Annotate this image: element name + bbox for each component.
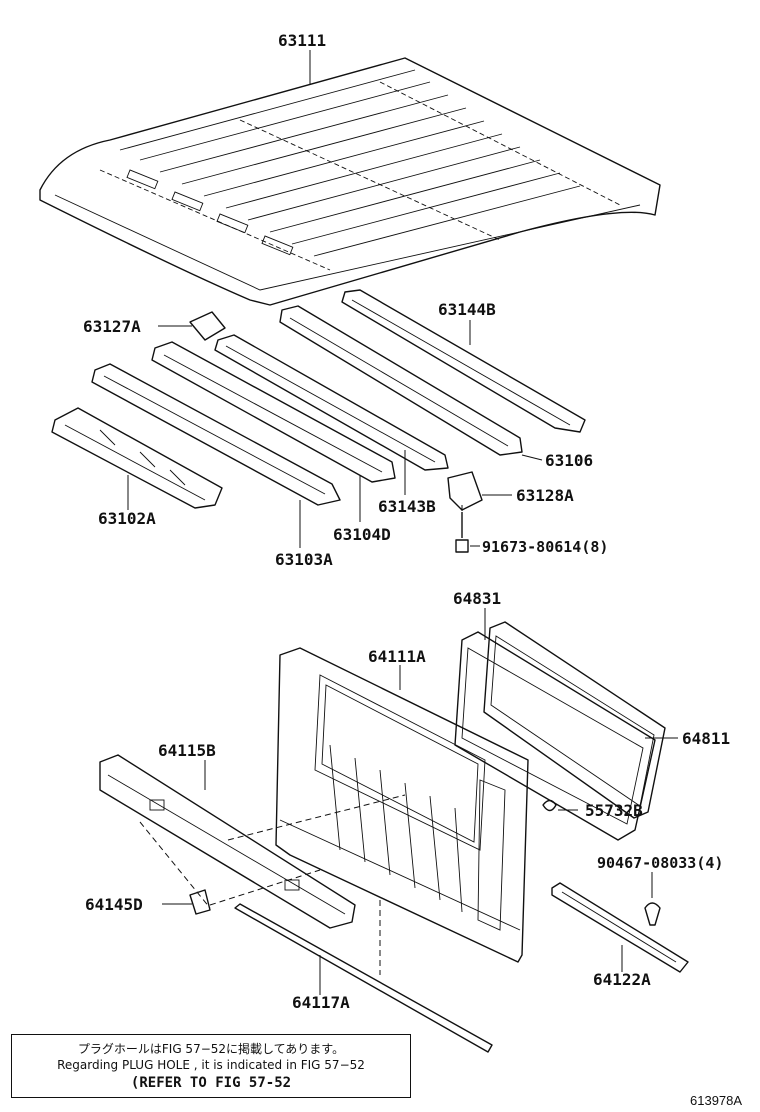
roof-reinforcement-63106 — [279, 305, 523, 456]
label-63106: 63106 — [545, 451, 593, 470]
roof-reinforcement-63143B — [214, 334, 449, 471]
label-55732B: 55732B — [585, 801, 643, 820]
label-63143B: 63143B — [378, 497, 436, 516]
plug-55732B — [542, 799, 557, 812]
label-64117A: 64117A — [292, 993, 350, 1012]
weatherstrip-64117A — [234, 903, 493, 1053]
label-91673-80614: 91673-80614(8) — [482, 538, 608, 556]
reference-note: プラグホールはFIG 57−52に掲載してあります。 Regarding PLU… — [11, 1034, 411, 1098]
label-64145D: 64145D — [85, 895, 143, 914]
assembly-lines — [139, 505, 463, 975]
front-roof-rail-63102A — [51, 407, 223, 509]
back-panel-reinforcement-64115B — [99, 754, 356, 929]
note-english: Regarding PLUG HOLE , it is indicated in… — [57, 1058, 365, 1072]
note-japanese: プラグホールはFIG 57−52に掲載してあります。 — [77, 1042, 345, 1056]
roof-panel-63111 — [39, 57, 661, 306]
label-64111A: 64111A — [368, 647, 426, 666]
note-refer-link[interactable]: (REFER TO FIG 57-52 — [130, 1075, 292, 1091]
clip-64145D — [189, 889, 211, 915]
part-labels: 63111 63127A 63144B 63106 63128A 63143B … — [83, 31, 742, 1108]
bracket-63128A — [447, 471, 483, 511]
weatherstrip-64831 — [454, 631, 656, 841]
label-64122A: 64122A — [593, 970, 651, 989]
label-64811: 64811 — [682, 729, 730, 748]
bolt-91673 — [455, 512, 469, 553]
label-63144B: 63144B — [438, 300, 496, 319]
label-63103A: 63103A — [275, 550, 333, 569]
figure-id: 613978A — [690, 1093, 742, 1108]
bracket-63127A — [189, 311, 226, 341]
back-panel-64111A — [275, 647, 529, 963]
roof-reinforcement-63103A — [91, 363, 341, 506]
roof-reinforcement-63104D — [151, 341, 396, 483]
label-63128A: 63128A — [516, 486, 574, 505]
clip-90467 — [644, 902, 661, 926]
label-90467-08033: 90467-08033(4) — [597, 854, 723, 872]
label-63127A: 63127A — [83, 317, 141, 336]
label-64115B: 64115B — [158, 741, 216, 760]
label-64831: 64831 — [453, 589, 501, 608]
label-63104D: 63104D — [333, 525, 391, 544]
label-63111: 63111 — [278, 31, 326, 50]
rear-panel-pillar-64122A — [551, 882, 689, 973]
leader-lines — [127, 50, 678, 995]
label-63102A: 63102A — [98, 509, 156, 528]
rear-window-glass-64811 — [483, 621, 666, 819]
roof-reinforcement-63144B — [341, 289, 586, 433]
